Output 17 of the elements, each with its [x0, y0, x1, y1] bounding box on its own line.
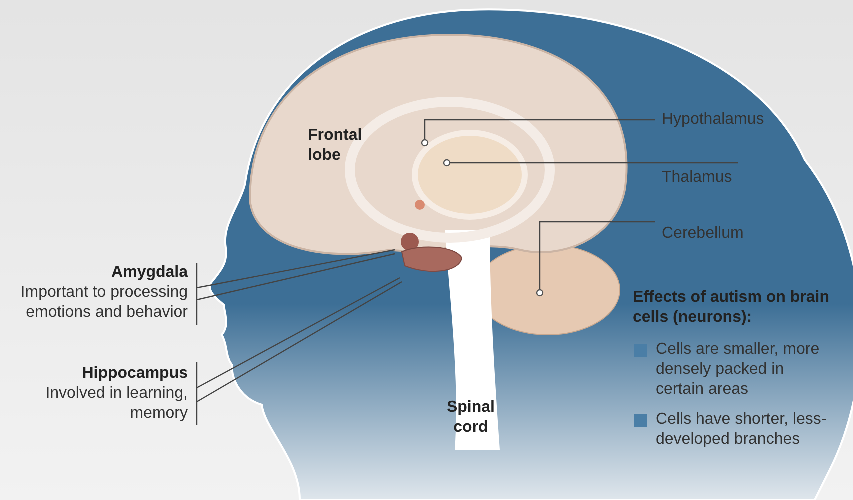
legend-text: Cells are smaller, more densely packed in certain areas: [656, 340, 821, 400]
part-label: Frontal lobe: [308, 126, 364, 166]
leader-line: [196, 249, 396, 326]
part-description: Important to processing emotions and behavior: [20, 283, 188, 323]
legend-title: Effects of autism on brain cells (neurons):: [633, 288, 830, 328]
part-label: Thalamus: [662, 168, 732, 188]
part-label: Hippocampus: [81, 364, 188, 384]
leader-line: [443, 159, 738, 167]
part-label: Hypothalamus: [662, 110, 764, 130]
leader-line: [421, 119, 655, 147]
legend-text: Cells have shorter, less-developed branches: [656, 410, 828, 450]
leader-line: [196, 277, 403, 426]
part-label: Cerebellum: [662, 224, 744, 244]
part-label: Amygdala: [110, 263, 188, 283]
leader-line: [536, 221, 655, 297]
part-label: Spinal cord: [446, 398, 496, 438]
part-description: Involved in learning, memory: [44, 384, 188, 424]
